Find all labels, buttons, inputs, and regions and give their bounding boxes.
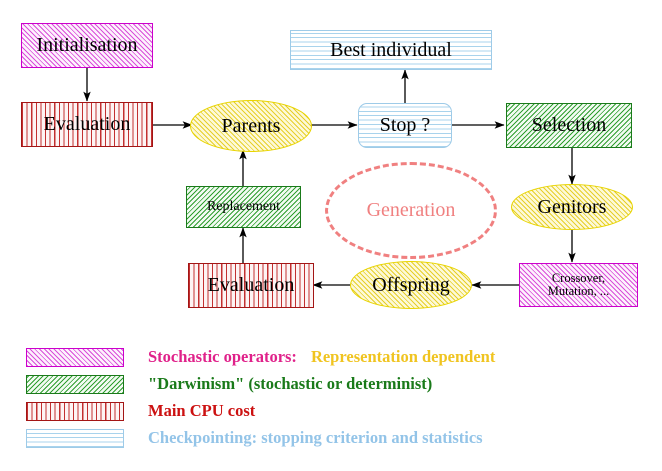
- legend-label-stochastic-primary: Stochastic operators:: [148, 347, 297, 366]
- node-initialisation-label: Initialisation: [36, 34, 138, 57]
- node-best-individual-label: Best individual: [330, 38, 452, 61]
- node-offspring-label: Offspring: [372, 273, 450, 296]
- legend-label-stochastic-secondary: Representation dependent: [310, 347, 496, 366]
- legend-label-cpu-cost: Main CPU cost: [148, 401, 256, 420]
- legend-label-darwinism: "Darwinism" (stochastic or determinist): [148, 374, 433, 393]
- legend-swatch-green-hatch: [26, 374, 124, 394]
- legend-swatch-blue-stripe: [26, 428, 124, 448]
- node-selection[interactable]: Selection: [506, 103, 632, 148]
- legend-swatch-magenta-hatch: [26, 347, 124, 367]
- node-crossover-mutation-label: Crossover, Mutation, ...: [547, 271, 610, 298]
- legend-row-darwinism: "Darwinism" (stochastic or determinist): [26, 371, 432, 397]
- node-genitors[interactable]: Genitors: [511, 184, 633, 230]
- node-selection-label: Selection: [531, 114, 607, 137]
- node-replacement-label: Replacement: [206, 198, 281, 214]
- node-evaluation-bottom[interactable]: Evaluation: [188, 263, 314, 308]
- node-parents-label: Parents: [221, 114, 281, 137]
- legend-row-cpu-cost: Main CPU cost: [26, 398, 255, 424]
- legend-swatch-red-stripe: [26, 401, 124, 421]
- node-crossover-mutation[interactable]: Crossover, Mutation, ...: [519, 263, 638, 307]
- legend: Stochastic operators: Representation depe…: [0, 336, 662, 471]
- node-stop[interactable]: Stop ?: [358, 103, 452, 148]
- node-initialisation[interactable]: Initialisation: [21, 23, 153, 68]
- node-generation: Generation: [325, 162, 497, 259]
- node-evaluation-top-label: Evaluation: [43, 113, 131, 136]
- node-parents[interactable]: Parents: [190, 100, 312, 152]
- node-best-individual[interactable]: Best individual: [290, 30, 492, 70]
- node-offspring[interactable]: Offspring: [350, 261, 472, 309]
- node-stop-label: Stop ?: [379, 114, 431, 137]
- legend-label-stochastic: Stochastic operators: Representation depe…: [148, 347, 495, 367]
- node-replacement[interactable]: Replacement: [186, 186, 301, 228]
- legend-row-checkpointing: Checkpointing: stopping criterion and st…: [26, 425, 483, 451]
- node-generation-label: Generation: [366, 199, 456, 221]
- node-genitors-label: Genitors: [537, 195, 607, 218]
- legend-row-stochastic: Stochastic operators: Representation depe…: [26, 344, 495, 370]
- legend-label-checkpointing: Checkpointing: stopping criterion and st…: [148, 428, 483, 447]
- node-evaluation-bottom-label: Evaluation: [207, 274, 295, 297]
- node-evaluation-top[interactable]: Evaluation: [21, 102, 153, 147]
